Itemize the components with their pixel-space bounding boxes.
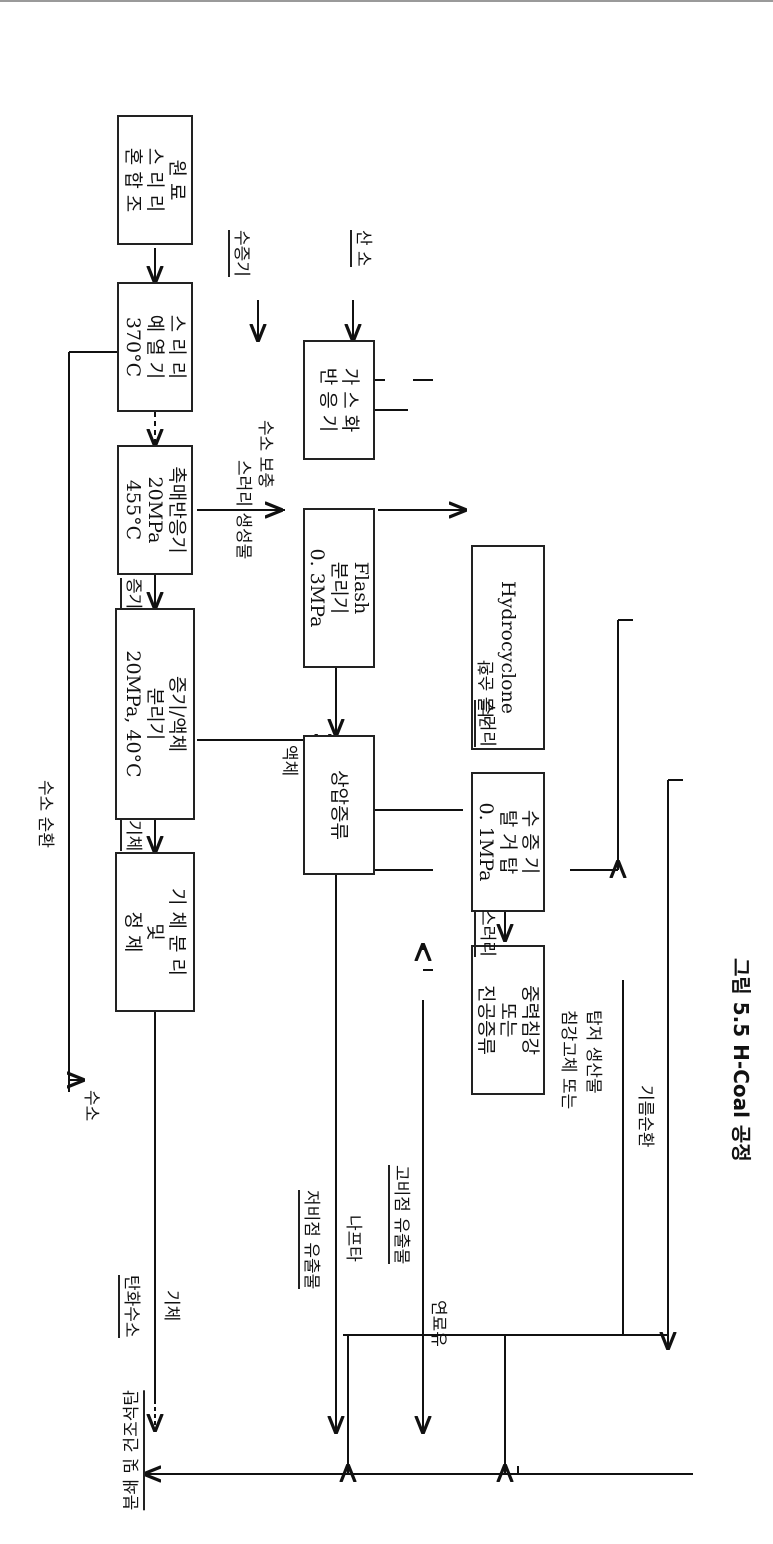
hydrogen-makeup-label: 수소 보충 <box>255 420 275 488</box>
naphtha-label: 나프타 <box>343 1215 363 1262</box>
slurry-label-b: 스러리 <box>474 910 497 957</box>
gas-label: 기체 <box>120 820 143 852</box>
fuel-oil-label: 연료유 <box>428 1300 448 1347</box>
hydrogen-label: 수소 <box>81 1090 101 1122</box>
vapor-label: 증기 <box>120 578 143 610</box>
figure-caption: 그림 5.5 H-Coal 공정 <box>729 958 753 1162</box>
top-border <box>0 0 773 2</box>
low-boiling-label: 저비점 유출물 <box>298 1190 321 1290</box>
coal-feed-label: 분쇄 및 건조석탄 <box>122 1390 145 1511</box>
slurry-product-label: 스러리 생성물 <box>233 460 253 560</box>
oil-recycle-label-2: 기름순환 <box>635 1085 655 1148</box>
residue-label-2: 탑저 생산물 <box>583 1010 603 1094</box>
high-boiling-label: 고비점 유출물 <box>388 1165 411 1265</box>
steam-label: 수증기 <box>228 230 251 277</box>
liquid-label: 액체 <box>279 745 299 777</box>
oil-recycle-label-1: 기름 순환 <box>477 660 497 728</box>
residue-label-1: 침강고체 또는 <box>558 1010 578 1110</box>
hydrocarbon-gas-label-2: 기체 <box>161 1290 181 1322</box>
hydrogen-recycle-label: 수소 순환 <box>35 780 55 848</box>
atmospheric-distillation: 상압증류 <box>303 735 375 875</box>
oxygen-label: 산 소 <box>350 230 373 267</box>
hydrocarbon-gas-label: 탄화수소 <box>118 1275 141 1338</box>
